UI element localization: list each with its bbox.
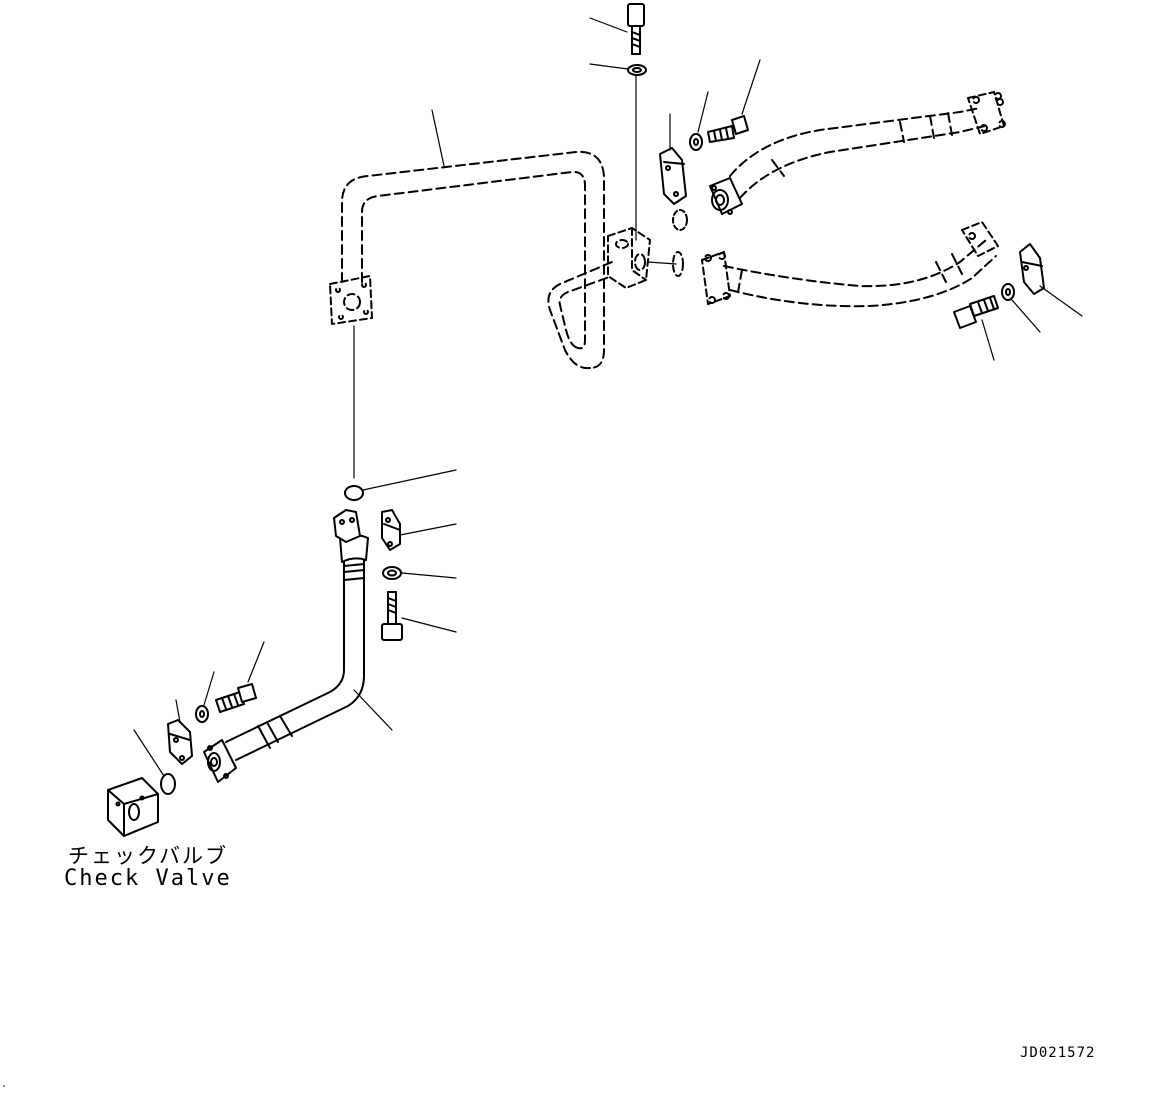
leader-top-washer [590, 64, 628, 69]
leader-lower-washer [204, 672, 214, 705]
leader-top-bolt [590, 18, 627, 32]
leader-center-o-ring [363, 470, 456, 490]
leader-upper-washer [698, 92, 708, 132]
lower-o-ring [161, 774, 175, 794]
middle-split-clamp [1020, 244, 1044, 294]
upper-bolt [708, 116, 748, 142]
leader-center-washer [402, 573, 456, 578]
leader-center-bolt [402, 618, 456, 632]
middle-bolt [954, 296, 998, 328]
u-pipe-flange [330, 276, 372, 324]
u-pipe [342, 152, 612, 368]
drawing-id: JD021572 [1020, 1045, 1096, 1061]
leader-lower-clamp [176, 700, 180, 722]
check-valve-label-en: Check Valve [64, 866, 232, 891]
upper-split-clamp [660, 148, 686, 204]
top-washer [628, 65, 646, 75]
middle-right-hose-flange [702, 252, 730, 304]
lower-hose [226, 535, 368, 760]
middle-washer [1002, 284, 1014, 300]
tee-block [608, 228, 650, 288]
upper-o-ring [673, 210, 687, 230]
lower-split-clamp [168, 720, 192, 764]
leader-lower-hose [354, 690, 392, 730]
lower-hose-top-flange [334, 510, 360, 542]
center-o-ring [345, 486, 363, 500]
check-valve-block [108, 778, 158, 836]
upper-right-hose-end-flange [968, 92, 1005, 134]
leader-middle-bolt [982, 320, 994, 360]
leader-lower-bolt [248, 642, 264, 682]
leader-middle-washer [1012, 300, 1040, 332]
leader-lower-o-ring [134, 730, 164, 776]
leader-u-pipe [432, 110, 444, 166]
tee-o-ring [673, 252, 683, 276]
upper-washer [690, 134, 702, 150]
leader-middle-clamp [1040, 286, 1082, 316]
lower-washer [196, 706, 208, 722]
leader-center-clamp [400, 524, 456, 535]
middle-right-hose [724, 240, 996, 306]
lower-hose-bottom-flange [204, 740, 236, 782]
corner-mark [3, 1085, 5, 1087]
center-split-clamp [382, 510, 400, 550]
tee-center-line [648, 262, 676, 264]
upper-right-hose [730, 108, 985, 198]
lower-bolt [216, 684, 256, 712]
middle-right-hose-end-flange [962, 222, 998, 256]
center-washer [383, 567, 401, 579]
check-valve-label-jp: チェックバルブ [68, 844, 228, 868]
center-bolt [382, 592, 402, 640]
leader-upper-bolt [742, 60, 760, 114]
upper-right-hose-flange [710, 178, 742, 214]
top-bolt [628, 4, 644, 54]
